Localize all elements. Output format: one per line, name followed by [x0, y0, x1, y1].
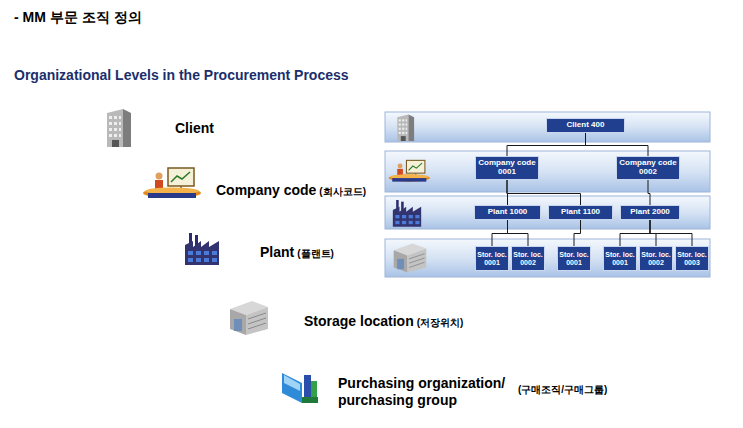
korean-gloss: (플랜트) [297, 248, 334, 259]
tree-connector [507, 133, 586, 156]
tree-connector [574, 220, 581, 246]
box-text-stack: Plant 1000 [488, 208, 528, 217]
label-group: Company code(회사코드) [216, 181, 366, 199]
org-unit-box: Plant 1100 [548, 205, 613, 220]
level-label: Client [175, 120, 214, 136]
org-unit-box: Plant 2000 [620, 205, 680, 220]
tree-connector [492, 220, 508, 246]
box-text-stack: Company code 0001 [477, 159, 537, 177]
label-group: (구매조직/구매그룹) [518, 379, 607, 397]
level-label: Purchasing organization/ purchasing grou… [338, 375, 516, 409]
box-text-stack: Plant 1100 [561, 208, 600, 217]
org-unit-box: Stor. loc. 0001 [603, 246, 637, 271]
label-group: Plant(플랜트) [260, 243, 334, 261]
box-label: Stor. loc. 0002 [513, 251, 543, 266]
org-unit-box: Stor. loc. 0002 [639, 246, 673, 271]
box-text-stack: Client 400 [567, 121, 605, 130]
box-label: Stor. loc. 0003 [677, 251, 707, 266]
box-text-stack: Stor. loc. 0002 [641, 251, 671, 266]
org-unit-box: Stor. loc. 0003 [675, 246, 709, 271]
box-label: Company code 0001 [477, 159, 537, 177]
label-group: Organizational Levels in the Procurement… [14, 66, 349, 84]
box-label: Stor. loc. 0001 [477, 251, 507, 266]
label-group: Storage location(저장위치) [304, 312, 463, 330]
org-unit-box: Client 400 [546, 118, 625, 133]
label-group: Purchasing organization/ purchasing grou… [338, 375, 516, 409]
org-unit-box: Stor. loc. 0001 [557, 246, 591, 271]
section-heading: Organizational Levels in the Procurement… [14, 67, 349, 83]
box-label: Company code 0002 [618, 159, 678, 177]
label-group: Client [175, 119, 214, 137]
page-title: - MM 부문 조직 정의 [14, 9, 142, 27]
box-text-stack: Plant 2000 [630, 208, 670, 217]
level-label: Company code [216, 182, 316, 198]
korean-gloss: (저장위치) [417, 317, 464, 328]
org-unit-box: Stor. loc. 0001 [475, 246, 509, 271]
tree-connector [620, 220, 650, 246]
org-unit-box: Company code 0002 [616, 156, 680, 180]
tree-connector [650, 220, 692, 246]
tree-connector [648, 180, 650, 205]
org-unit-box: Plant 1000 [474, 205, 541, 220]
box-label: Stor. loc. 0001 [559, 251, 589, 266]
box-label: Stor. loc. 0002 [641, 251, 671, 266]
tree-connector [507, 180, 581, 205]
box-label: Plant 2000 [630, 208, 670, 217]
box-text-stack: Stor. loc. 0001 [477, 251, 507, 266]
box-label: Client 400 [567, 121, 605, 130]
box-text-stack: Company code 0002 [618, 159, 678, 177]
org-unit-box: Company code 0001 [475, 156, 539, 180]
org-unit-box: Stor. loc. 0002 [511, 246, 545, 271]
level-label: Plant [260, 244, 294, 260]
level-label: Storage location [304, 313, 414, 329]
box-text-stack: Stor. loc. 0003 [677, 251, 707, 266]
tree-connector [586, 133, 649, 156]
korean-gloss: (구매조직/구매그룹) [518, 384, 607, 395]
korean-gloss: (회사코드) [319, 186, 366, 197]
box-label: Stor. loc. 0001 [605, 251, 635, 266]
box-label: Plant 1000 [488, 208, 528, 217]
box-text-stack: Stor. loc. 0002 [513, 251, 543, 266]
box-label: Plant 1100 [561, 208, 600, 217]
tree-connector [508, 220, 529, 246]
box-text-stack: Stor. loc. 0001 [605, 251, 635, 266]
box-text-stack: Stor. loc. 0001 [559, 251, 589, 266]
